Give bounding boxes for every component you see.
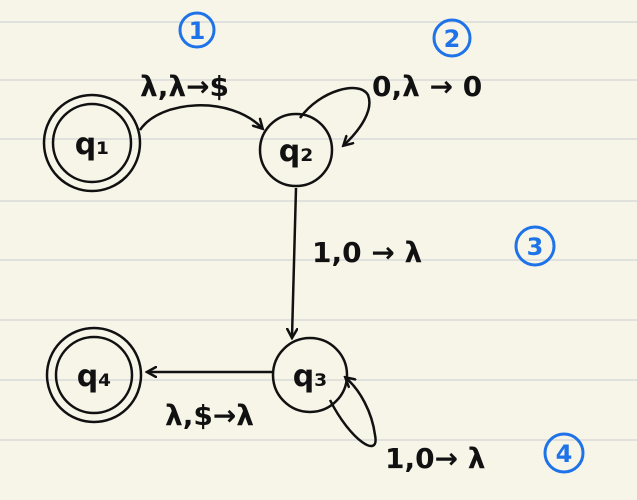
state-label: q₂ (279, 134, 314, 169)
state-q3: q₃ (271, 336, 349, 414)
ruled-lines (0, 21, 637, 441)
step-number: 3 (527, 233, 544, 261)
transition-label: 1,0→ λ (385, 442, 486, 475)
step-marker-1: 1 (178, 11, 216, 49)
state-q2: q₂ (258, 112, 334, 188)
transition-q1-q2: λ,λ→$ (138, 70, 262, 131)
state-label: q₁ (75, 127, 110, 162)
transition-label: λ,λ→$ (140, 70, 229, 103)
transition-label: 1,0 → λ (312, 236, 422, 269)
transition-label: λ,$→λ (165, 399, 254, 432)
step-marker-3: 3 (514, 225, 556, 267)
state-q1: q₁ (42, 93, 142, 193)
step-number: 2 (444, 25, 461, 53)
transition-label: 0,λ → 0 (372, 70, 482, 103)
step-number: 1 (189, 17, 206, 45)
transition-q3-q4: λ,$→λ (148, 372, 272, 432)
transition-q2-self: 0,λ → 0 (298, 70, 482, 145)
transition-q2-q3: 1,0 → λ (292, 187, 422, 337)
transition-q3-self: 1,0→ λ (328, 378, 486, 475)
step-number: 4 (556, 440, 573, 468)
state-label: q₄ (77, 359, 112, 394)
step-marker-4: 4 (543, 432, 585, 474)
state-label: q₃ (293, 359, 328, 394)
state-q4: q₄ (45, 326, 143, 424)
step-marker-2: 2 (432, 18, 472, 58)
